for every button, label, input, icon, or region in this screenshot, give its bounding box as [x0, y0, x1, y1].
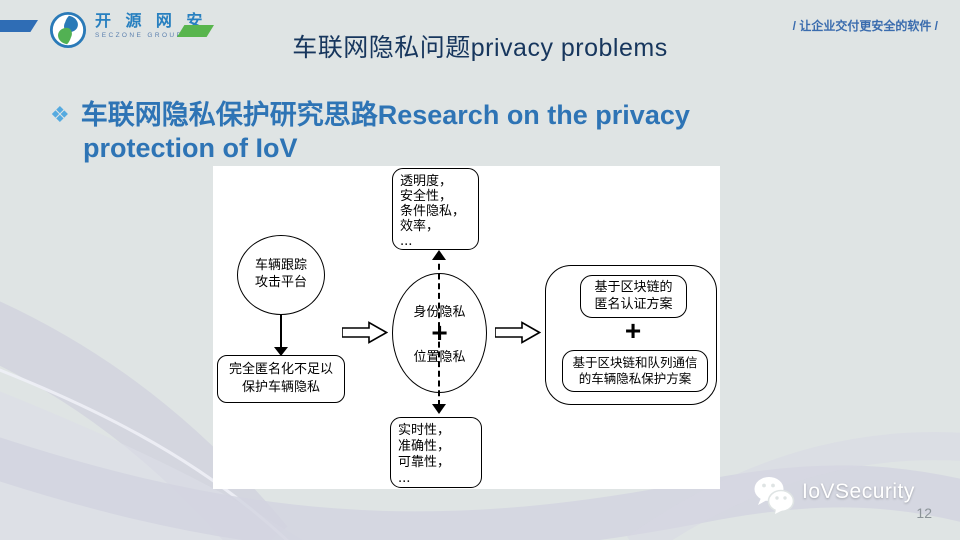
section-heading: ❖ 车联网隐私保护研究思路Research on the privacy prot…	[50, 99, 790, 165]
heading-line1: 车联网隐私保护研究思路Research on the privacy	[80, 100, 690, 130]
logo-brand-text: 开 源 网 安	[95, 13, 208, 30]
solution-box-2: 基于区块链和队列通信 的车辆隐私保护方案	[562, 350, 708, 392]
page-number: 12	[916, 505, 932, 521]
dashed-arrow-line	[438, 254, 440, 406]
ellipse-identity-privacy: 身份隐私	[413, 305, 466, 320]
solution-box-1: 基于区块链的 匿名认证方案	[580, 275, 687, 318]
wechat-icon	[754, 477, 795, 514]
conclusion-box: 完全匿名化不足以 保护车辆隐私	[217, 355, 345, 403]
dashed-arrow-up-head-icon	[432, 250, 446, 260]
block-arrow-right-icon	[495, 321, 541, 344]
logo-mark-icon	[49, 11, 87, 49]
down-arrow-line	[280, 315, 282, 348]
page-title: 车联网隐私问题privacy problems	[292, 34, 668, 62]
top-criteria-box: 透明度， 安全性， 条件隐私， 效率， ...	[392, 168, 479, 250]
diagram-panel: 透明度， 安全性， 条件隐私， 效率， ... 车辆跟踪 攻击平台 完全匿名化不…	[213, 166, 720, 489]
bottom-criteria-box: 实时性， 准确性， 可靠性， ...	[390, 417, 482, 488]
ellipse-plus-sign: +	[431, 317, 448, 348]
logo: 开 源 网 安 SECZONE GROUP	[95, 14, 207, 40]
brand-parallelogram-right-icon	[177, 25, 214, 37]
brand-parallelogram-left-icon	[0, 20, 38, 32]
logo-subtitle: SECZONE GROUP	[95, 32, 184, 39]
header: 开 源 网 安 SECZONE GROUP 车联网隐私问题privacy pro…	[0, 0, 960, 70]
attacker-circle: 车辆跟踪 攻击平台	[237, 235, 325, 315]
heading-line2: protection of IoV	[83, 132, 298, 163]
dashed-arrow-down-head-icon	[432, 404, 446, 414]
heading-line1-row: ❖ 车联网隐私保护研究思路Research on the privacy	[50, 99, 790, 132]
block-arrow-right-icon	[342, 321, 388, 344]
privacy-ellipse-text: 身份隐私 + 位置隐私	[392, 273, 487, 393]
down-arrow-head-icon	[274, 347, 288, 356]
diamond-bullet-icon: ❖	[50, 102, 70, 127]
ellipse-location-privacy: 位置隐私	[413, 350, 466, 365]
header-slogan: / 让企业交付更安全的软件 /	[792, 19, 938, 33]
footer-brand: IoVSecurity	[802, 480, 915, 503]
solution-plus-sign: +	[624, 315, 642, 346]
